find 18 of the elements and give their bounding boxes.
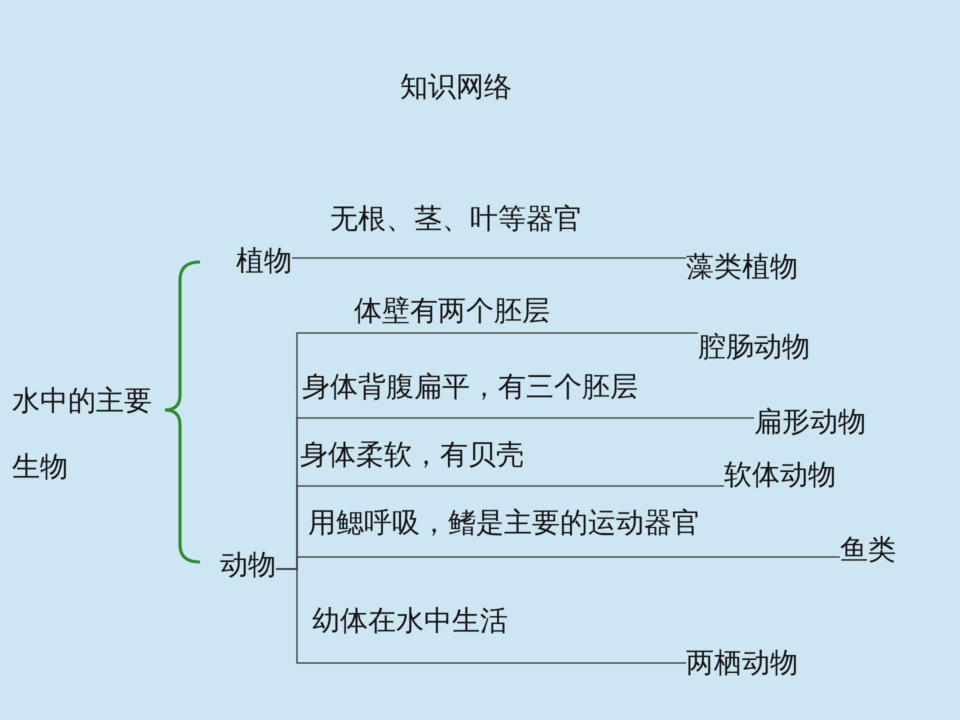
edge-label: 幼体在水中生活 (312, 604, 508, 638)
edge-label: 身体柔软，有贝壳 (300, 438, 524, 472)
group-label: 扁形动物 (754, 405, 866, 439)
edge-label: 身体背腹扁平，有三个胚层 (302, 370, 638, 404)
group-label: 软体动物 (724, 458, 836, 492)
category-label: 植物 (236, 244, 292, 278)
group-label: 鱼类 (840, 533, 896, 567)
topic-label: 水中的主要生物 (12, 368, 157, 500)
group-label: 两栖动物 (686, 646, 798, 680)
edge-label: 无根、茎、叶等器官 (330, 202, 582, 236)
edge-label: 体壁有两个胚层 (354, 294, 550, 328)
connector-line (276, 568, 686, 664)
edge-label: 用鳃呼吸，鳍是主要的运动器官 (308, 506, 700, 540)
title: 知识网络 (400, 70, 512, 104)
group-label: 腔肠动物 (698, 330, 810, 364)
connector-line (292, 257, 686, 259)
group-label: 藻类植物 (686, 250, 798, 284)
category-label: 动物 (220, 548, 276, 582)
